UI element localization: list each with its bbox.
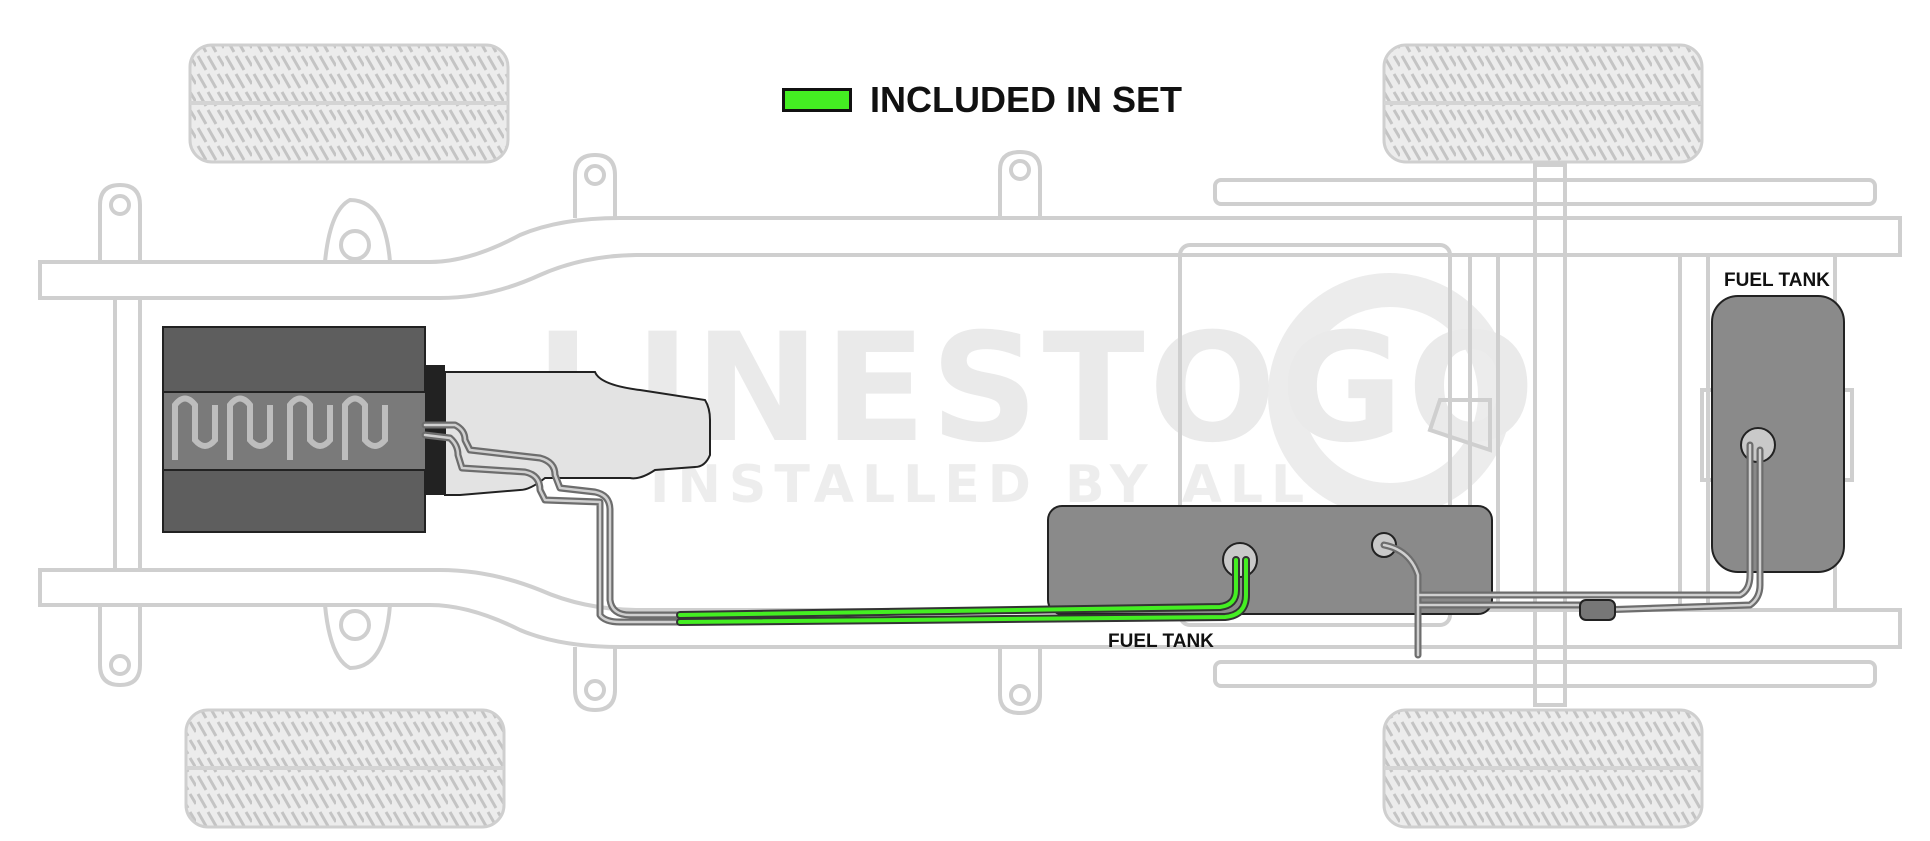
legend-swatch-included [782,88,852,112]
fuel-lines-included [676,556,1250,626]
mid-fuel-tank-label: FUEL TANK [1108,631,1214,652]
front-right-tire [184,708,506,829]
legend: INCLUDED IN SET [782,78,1182,122]
inline-fuel-filter [1579,599,1616,621]
rear-left-tire [1382,43,1704,164]
rear-fuel-tank [1711,295,1845,573]
chassis-frame [38,149,1902,716]
rear-fuel-tank-label: FUEL TANK [1724,270,1830,291]
front-left-tire [188,43,510,164]
legend-label: INCLUDED IN SET [870,79,1183,120]
transmission [425,365,711,496]
engine-block [162,326,446,533]
fuel-lines-other-core [423,423,1762,657]
rear-right-tire [1382,708,1704,829]
